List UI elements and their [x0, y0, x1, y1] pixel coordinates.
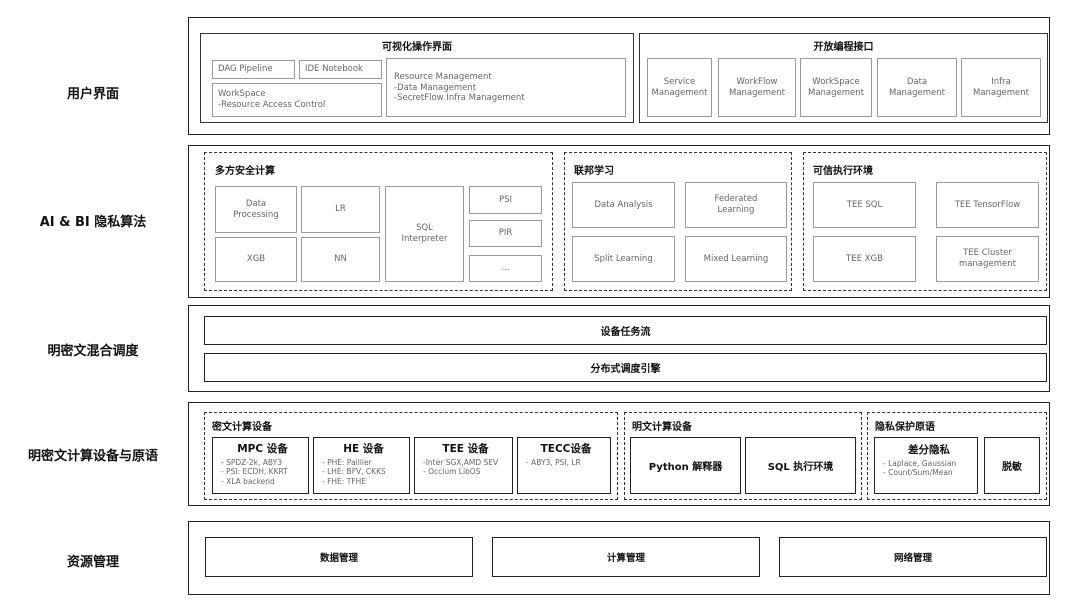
he-device-box: HE 设备 - PHE: Paillier - LHE: BFV, CKKS -… [313, 437, 410, 494]
infra-management-box: Infra Management [961, 58, 1041, 117]
workflow-management-box: WorkFlow Management [718, 58, 796, 117]
cipher-device-group [204, 412, 618, 500]
open-api-panel [639, 33, 1048, 123]
federated-learning-box: Federated Learning [685, 182, 787, 228]
mpc-group [204, 152, 553, 291]
mpc-device-line: - XLA backend [221, 476, 275, 486]
ide-notebook-box: IDE Notebook [299, 60, 382, 79]
python-interpreter-box: Python 解释器 [630, 437, 741, 494]
user-interface-layer [188, 17, 1050, 135]
row-label-user-interface: 用户界面 [66, 87, 119, 102]
federated-learning-title: 联邦学习 [574, 166, 614, 177]
tecc-device-name: TECC设备 [540, 443, 592, 455]
tecc-device-box: TECC设备 - ABY3, PSI, LR [517, 437, 611, 494]
he-device-name: HE 设备 [343, 443, 384, 455]
tee-device-name: TEE 设备 [442, 443, 489, 455]
privacy-primitives-title: 隐私保护原语 [875, 422, 935, 433]
mpc-device-box: MPC 设备 - SPDZ-2k, ABY3 - PSI: ECDH, KKRT… [212, 437, 309, 494]
more-algorithms-box: ... [469, 255, 542, 282]
algorithm-layer [188, 145, 1050, 298]
differential-privacy-line: - Count/Sum/Mean [883, 468, 953, 478]
tee-device-line: -Inter SGX,AMD SEV [423, 458, 499, 467]
scheduling-layer [188, 305, 1050, 392]
tee-cluster-management-box: TEE Cluster management [936, 236, 1039, 282]
plaintext-device-group [624, 412, 862, 500]
row-label-hybrid-scheduling: 明密文混合调度 [47, 344, 139, 359]
visual-operation-title: 可视化操作界面 [382, 42, 452, 53]
mixed-learning-box: Mixed Learning [685, 236, 787, 282]
tee-group-title: 可信执行环境 [813, 166, 873, 177]
lr-box: LR [301, 186, 380, 233]
differential-privacy-box: 差分隐私 - Laplace, Gaussian - Count/Sum/Mea… [874, 437, 978, 494]
tee-tensorflow-box: TEE TensorFlow [936, 182, 1039, 228]
tee-device-box: TEE 设备 -Inter SGX,AMD SEV - Occlum LibOS [414, 437, 513, 494]
privacy-primitives-group [867, 412, 1047, 500]
resource-layer [188, 521, 1050, 595]
desensitization-box: 脱敏 [984, 437, 1040, 494]
tee-device-line: - Occlum LibOS [423, 467, 481, 477]
differential-privacy-line: - Laplace, Gaussian [883, 459, 957, 468]
workspace-box: WorkSpace -Resource Access Control [212, 83, 382, 117]
data-processing-box: Data Processing [215, 186, 297, 233]
service-management-box: Service Management [647, 58, 712, 117]
mpc-device-line: - PSI: ECDH, KKRT [221, 467, 288, 477]
tee-xgb-box: TEE XGB [813, 236, 916, 282]
xgb-box: XGB [215, 237, 297, 282]
network-management-resource-box: 网络管理 [779, 537, 1047, 577]
he-device-line: - LHE: BFV, CKKS [322, 467, 386, 477]
open-api-title: 开放编程接口 [813, 42, 874, 53]
pir-box: PIR [469, 220, 542, 247]
resource-management-box: Resource Management -Data Management -Se… [386, 58, 626, 117]
federated-learning-group [564, 152, 792, 291]
row-label-resource-management: 资源管理 [66, 555, 119, 570]
tecc-device-line: - ABY3, PSI, LR [526, 458, 581, 467]
mpc-group-title: 多方安全计算 [215, 166, 275, 177]
distributed-scheduling-engine-box: 分布式调度引擎 [204, 353, 1047, 382]
mpc-device-name: MPC 设备 [237, 443, 288, 455]
tee-group [803, 152, 1047, 291]
data-management-box: Data Management [877, 58, 957, 117]
sql-execution-box: SQL 执行环境 [745, 437, 856, 494]
compute-management-resource-box: 计算管理 [492, 537, 760, 577]
nn-box: NN [301, 237, 380, 282]
differential-privacy-name: 差分隐私 [908, 444, 950, 456]
sql-interpreter-box: SQL Interpreter [385, 186, 464, 282]
psi-box: PSI [469, 186, 542, 214]
cipher-device-title: 密文计算设备 [212, 422, 272, 433]
he-device-line: - PHE: Paillier [322, 458, 372, 467]
data-analysis-box: Data Analysis [572, 182, 675, 228]
row-label-devices-primitives: 明密文计算设备与原语 [27, 449, 158, 464]
visual-operation-panel [200, 33, 634, 123]
plaintext-device-title: 明文计算设备 [632, 422, 692, 433]
he-device-line: - FHE: TFHE [322, 476, 366, 486]
tee-sql-box: TEE SQL [813, 182, 916, 228]
device-layer [188, 402, 1050, 506]
dag-pipeline-box: DAG Pipeline [212, 60, 295, 79]
split-learning-box: Split Learning [572, 236, 675, 282]
data-management-resource-box: 数据管理 [205, 537, 473, 577]
workspace-management-box: WorkSpace Management [800, 58, 872, 117]
row-label-privacy-algorithms: AI & BI 隐私算法 [39, 215, 147, 230]
device-task-flow-box: 设备任务流 [204, 316, 1047, 345]
mpc-device-line: - SPDZ-2k, ABY3 [221, 458, 282, 467]
